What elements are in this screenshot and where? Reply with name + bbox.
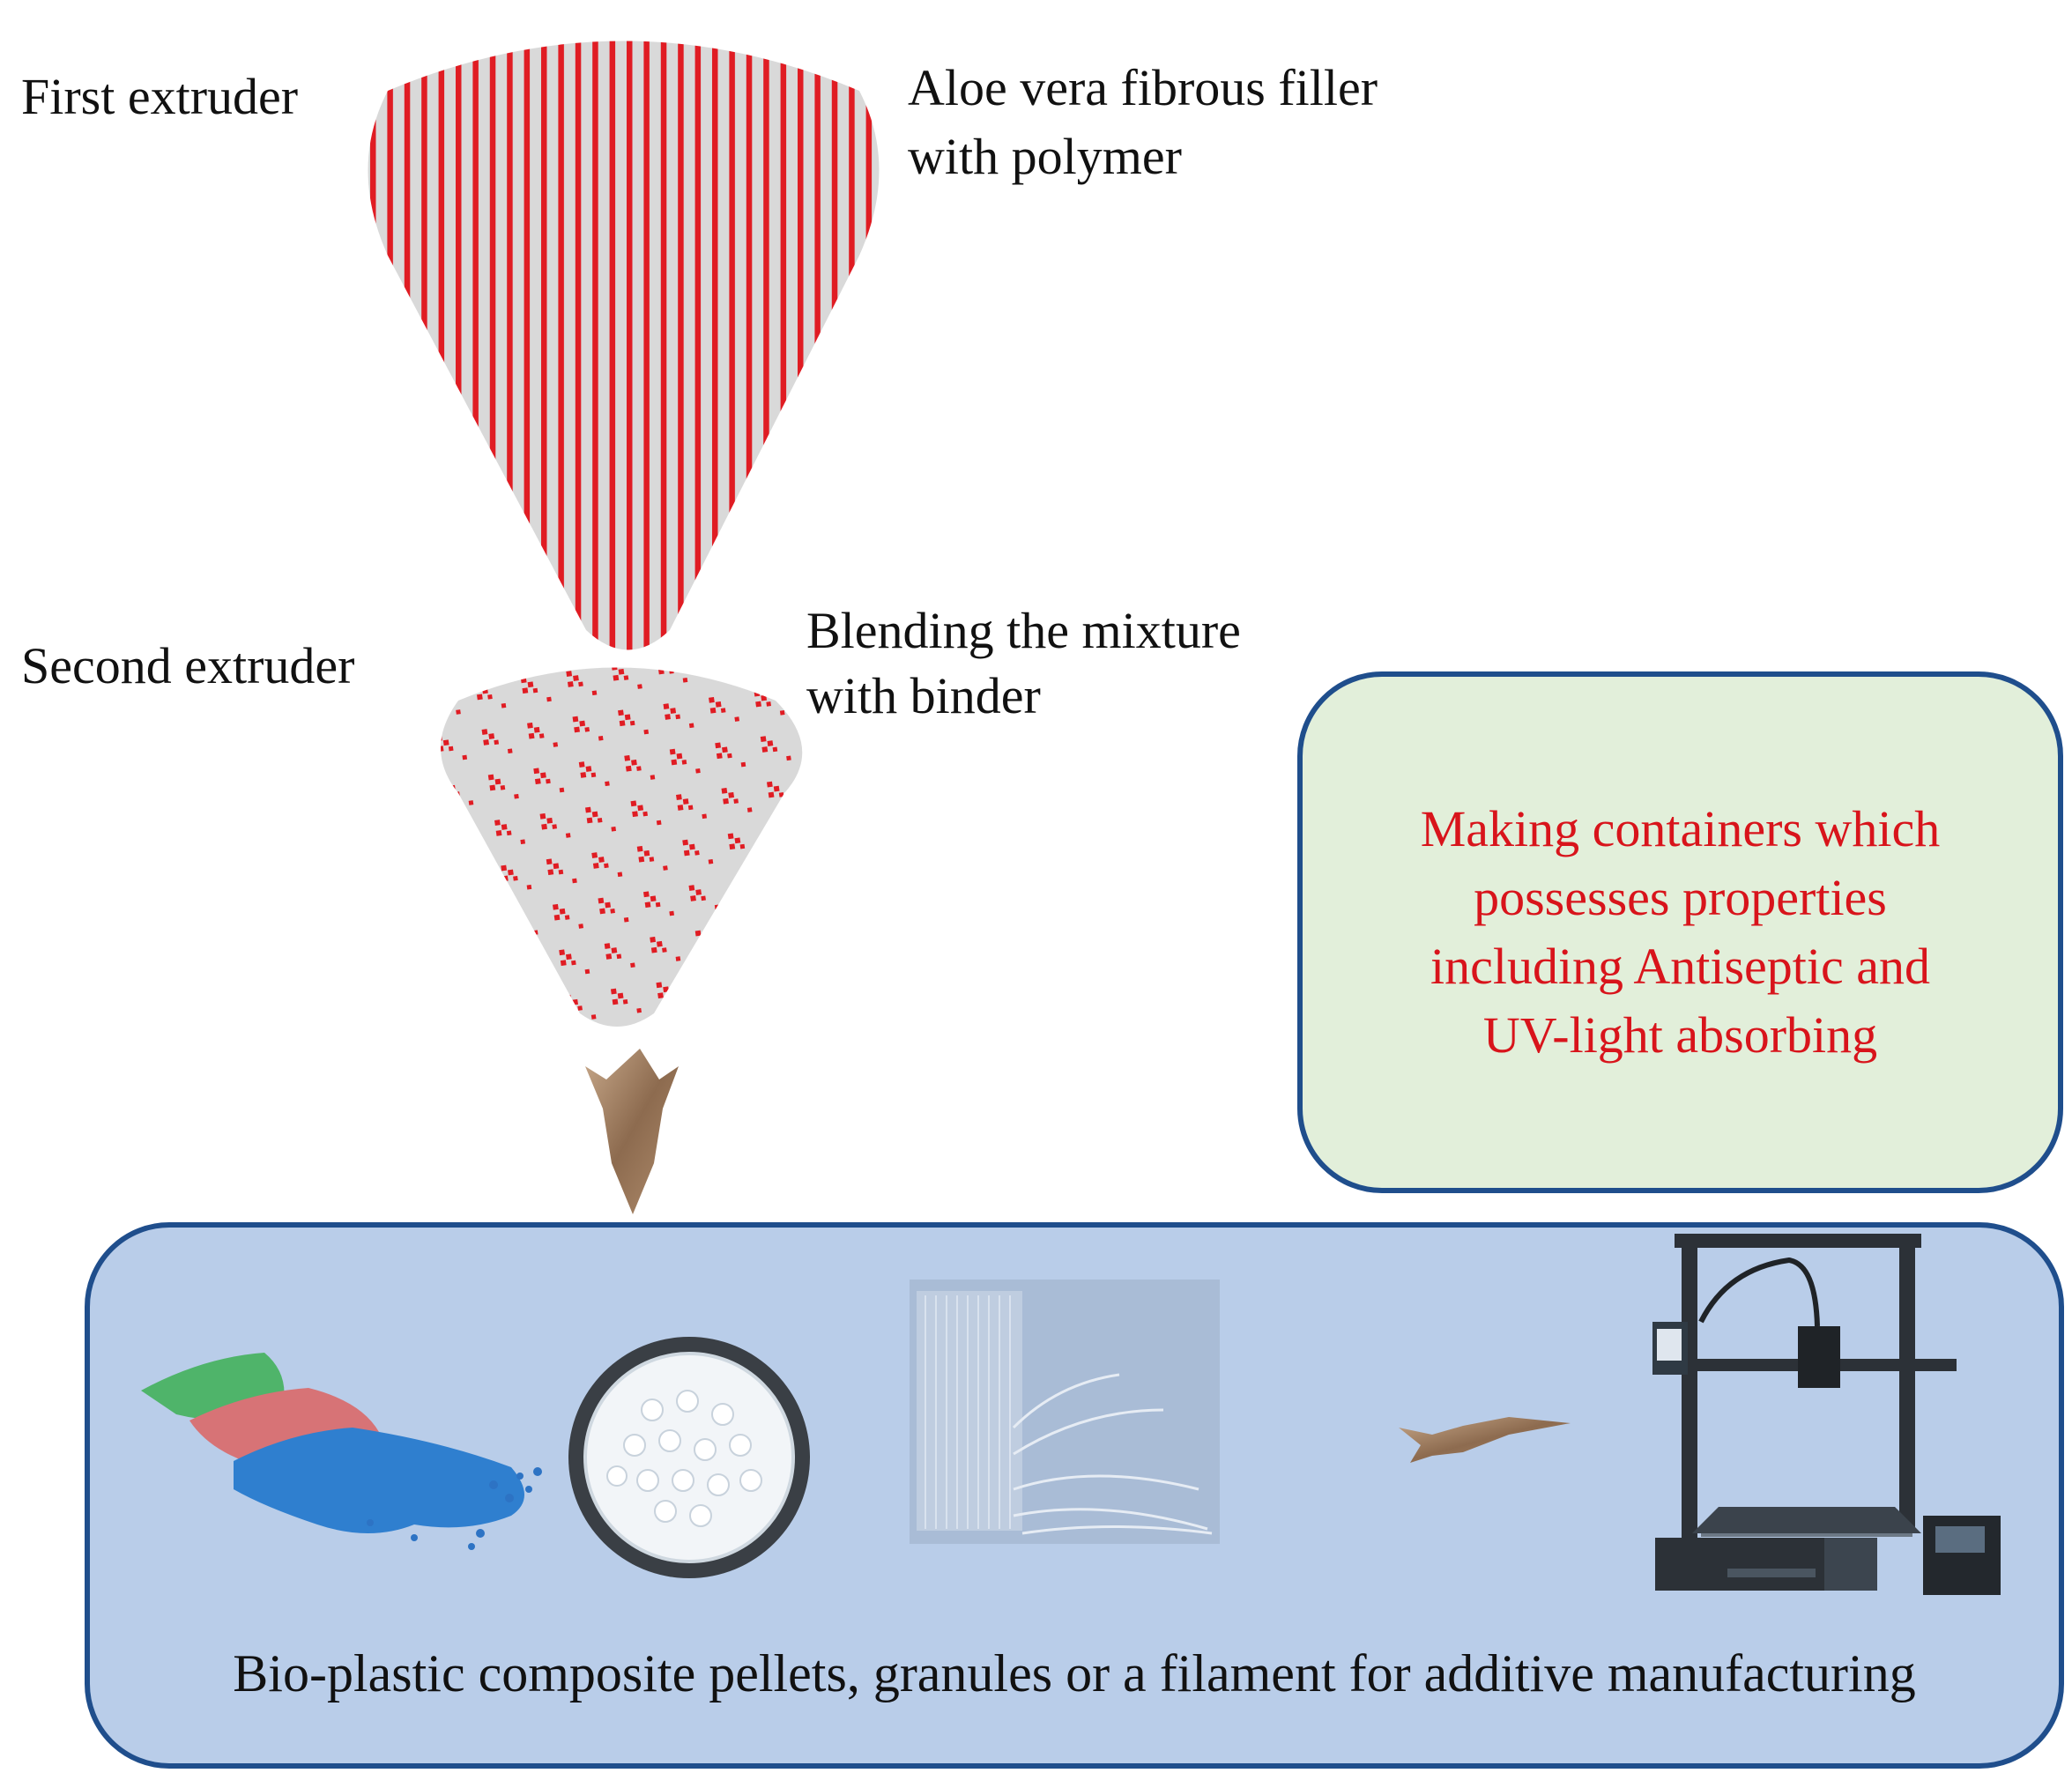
first-extruder-note-line1: Aloe vera fibrous filler <box>908 59 1378 116</box>
second-extruder-note-line2: with binder <box>806 667 1041 724</box>
result-box: Making containers which possesses proper… <box>1297 671 2063 1193</box>
colored-pellets-image <box>141 1353 542 1550</box>
first-extruder-cone <box>368 41 880 650</box>
arrowhead-right-icon <box>1399 1417 1571 1463</box>
result-box-text: Making containers which possesses proper… <box>1420 800 1941 1064</box>
second-extruder-note-line1: Blending the mixture <box>806 602 1241 659</box>
filament-spool-image <box>910 1280 1220 1544</box>
clear-granules-bowl-image <box>568 1337 810 1578</box>
first-extruder-note-line2: with polymer <box>908 128 1182 185</box>
first-extruder-label: First extruder <box>21 68 299 125</box>
arrowhead-down-icon <box>585 1049 679 1214</box>
second-extruder-cone <box>441 667 803 1027</box>
3d-printer-image <box>1652 1234 2001 1595</box>
second-extruder-label: Second extruder <box>21 637 355 694</box>
products-caption: Bio-plastic composite pellets, granules … <box>233 1644 1916 1703</box>
